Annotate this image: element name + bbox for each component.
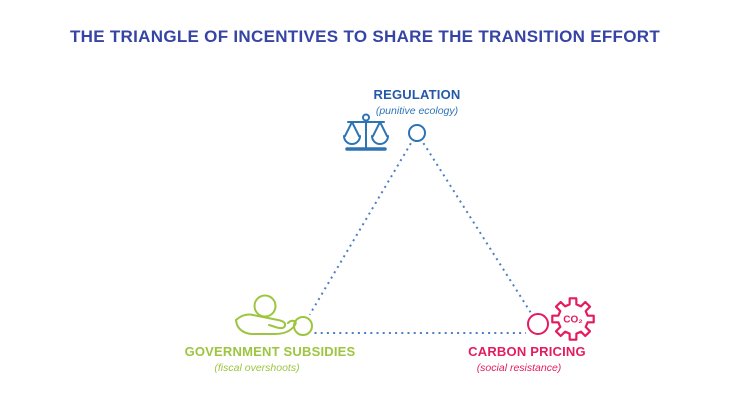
co2-label: CO₂ [563, 315, 582, 326]
scales-of-justice-icon [343, 113, 389, 151]
node-sublabel-carbon-pricing: (social resistance) [476, 362, 562, 374]
diagram-title: THE TRIANGLE OF INCENTIVES TO SHARE THE … [69, 27, 661, 46]
hand-offering-icon [235, 294, 297, 335]
node-sublabel-regulation: (punitive ecology) [375, 105, 459, 117]
node-government-subsidies: GOVERNMENT SUBSIDIES (fiscal overshoots) [145, 344, 395, 374]
dotted-edge-regulation-carbon [422, 142, 532, 313]
node-label-regulation: REGULATION [373, 87, 461, 102]
node-label-government-subsidies: GOVERNMENT SUBSIDIES [184, 344, 356, 359]
co2-gear-icon: CO₂ [551, 297, 595, 341]
dotted-edge-regulation-subsidies [308, 142, 412, 316]
node-carbon-pricing: CARBON PRICING (social resistance) [402, 344, 652, 374]
node-regulation: REGULATION (punitive ecology) [292, 87, 542, 117]
node-label-carbon-pricing: CARBON PRICING [468, 344, 586, 359]
vertex-node-carbon [527, 313, 549, 335]
node-sublabel-government-subsidies: (fiscal overshoots) [214, 362, 300, 374]
vertex-node-regulation [408, 124, 426, 142]
